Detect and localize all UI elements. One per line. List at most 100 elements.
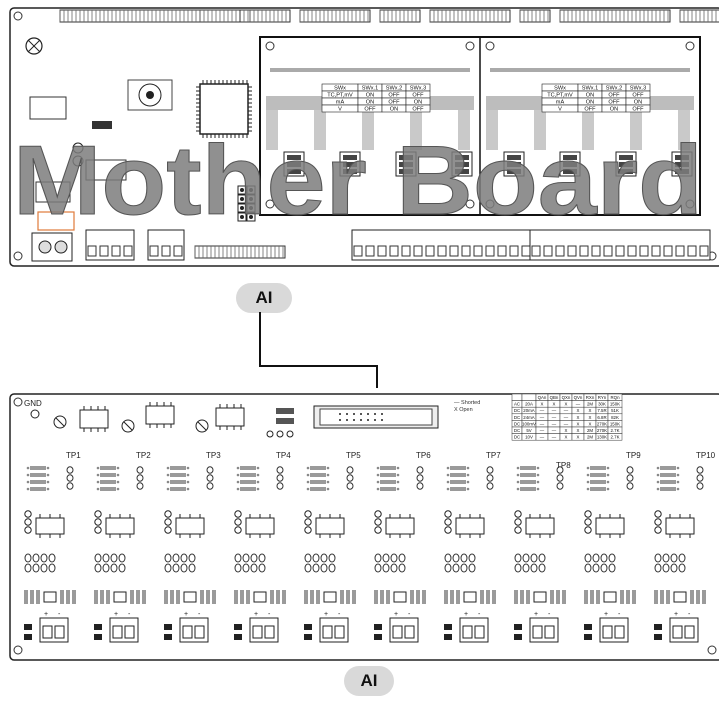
switch-table-cell: OFF <box>412 107 424 113</box>
switch-table-cell: ON <box>634 100 642 106</box>
svg-text:+: + <box>114 611 118 618</box>
test-point-label: TP4 <box>276 451 291 460</box>
config-table-cell: 30K <box>598 402 606 407</box>
config-table-cell: 2.7K <box>610 428 619 433</box>
config-table-cell: — <box>552 408 557 413</box>
switch-table-cell: OFF <box>632 107 644 113</box>
config-table-cell: 2M <box>587 402 593 407</box>
svg-text:+: + <box>254 611 258 618</box>
svg-text:-: - <box>548 611 551 618</box>
switch-table-cell: ON <box>414 100 422 106</box>
switch-table-cell: V <box>338 107 342 113</box>
config-table-cell: — <box>552 428 557 433</box>
config-table-cell: X <box>589 415 592 420</box>
main-processor-chip <box>196 80 252 138</box>
config-table-cell: 150K <box>610 402 620 407</box>
svg-text:+: + <box>674 611 678 618</box>
config-table-cell: X <box>589 421 592 426</box>
config-table-cell: — <box>564 408 569 413</box>
config-table-cell: X <box>577 435 580 440</box>
trimmer-icon <box>53 415 67 429</box>
config-table-cell: RYn <box>598 395 607 400</box>
test-point-label: TP9 <box>626 451 641 460</box>
config-table-cell: 20A <box>525 402 533 407</box>
test-point-label: TP3 <box>206 451 221 460</box>
ai-channel: TP10+- <box>654 451 716 643</box>
config-table-cell: X <box>577 415 580 420</box>
svg-text:-: - <box>478 611 481 618</box>
screw-icon <box>25 37 43 55</box>
config-table-cell: 270K <box>597 421 607 426</box>
rotary-switch <box>127 79 173 111</box>
switch-table-cell: TC,PT,mV <box>547 93 573 99</box>
switch-table-cell: OFF <box>388 100 400 106</box>
config-table-cell: QAn <box>538 395 547 400</box>
svg-text:-: - <box>408 611 411 618</box>
top-ai-label: AI <box>236 283 292 313</box>
ai-channel: TP4+- <box>234 451 291 643</box>
config-table-cell: RQn <box>610 395 620 400</box>
svg-text:-: - <box>58 611 61 618</box>
config-table-cell: X <box>577 421 580 426</box>
config-table-cell: 5V <box>526 428 531 433</box>
switch-table-cell: OFF <box>632 93 644 99</box>
config-table-cell: 130K <box>597 435 607 440</box>
config-table-cell: 7.5R <box>597 408 606 413</box>
config-table-cell: X <box>553 402 556 407</box>
config-table-cell: — <box>540 421 545 426</box>
config-table-cell: — <box>540 435 545 440</box>
svg-text:+: + <box>324 611 328 618</box>
switch-table-cell: SWx.3 <box>630 86 646 92</box>
connector-line <box>259 312 378 388</box>
config-table-cell: — <box>564 421 569 426</box>
test-point-label: TP7 <box>486 451 501 460</box>
config-table-cell: 150K <box>610 421 620 426</box>
config-table-cell: DC <box>514 421 520 426</box>
config-table-cell: — <box>552 421 557 426</box>
ribbon-connector <box>313 405 439 429</box>
config-table-cell: X <box>589 408 592 413</box>
config-table-cell: 2M <box>587 435 593 440</box>
svg-text:-: - <box>128 611 131 618</box>
test-point-label: TP8 <box>556 461 571 470</box>
svg-text:-: - <box>688 611 691 618</box>
ai-channel: TP8 + - <box>514 461 571 643</box>
config-table-cell: 24mA <box>523 415 535 420</box>
config-table-cell: QXn <box>562 395 571 400</box>
switch-table-cell: OFF <box>388 93 400 99</box>
config-table-cell: DC <box>514 408 520 413</box>
bottom-ai-label-text: AI <box>360 671 378 690</box>
config-table-cell: DC <box>514 428 520 433</box>
switch-table-cell: OFF <box>584 107 596 113</box>
config-table-cell: X <box>565 428 568 433</box>
trimmer-icon <box>121 419 135 433</box>
power-connector <box>31 232 73 262</box>
svg-text:+: + <box>604 611 608 618</box>
switch-table-cell: SWx <box>334 86 346 92</box>
trimmer-icon <box>195 419 209 433</box>
config-table-cell: X <box>577 408 580 413</box>
svg-text:-: - <box>338 611 341 618</box>
legend-open: X Open <box>454 407 473 413</box>
switch-table-cell: SWx <box>554 86 566 92</box>
config-table-cell: X <box>577 428 580 433</box>
config-table-cell: 20mA <box>523 408 535 413</box>
config-table-cell: QBn <box>550 395 559 400</box>
svg-text:+: + <box>394 611 398 618</box>
config-table-cell: X <box>541 402 544 407</box>
svg-text:+: + <box>534 611 538 618</box>
config-table-cell: 2.7K <box>610 435 619 440</box>
switch-table-cell: SWx.1 <box>362 86 378 92</box>
config-table-cell: — <box>564 415 569 420</box>
switch-table-cell: ON <box>586 93 594 99</box>
svg-text:-: - <box>198 611 201 618</box>
gnd-terminal <box>30 409 40 419</box>
switch-table-cell: OFF <box>608 100 620 106</box>
svg-text:-: - <box>618 611 621 618</box>
svg-text:+: + <box>44 611 48 618</box>
test-point-label: TP1 <box>66 451 81 460</box>
